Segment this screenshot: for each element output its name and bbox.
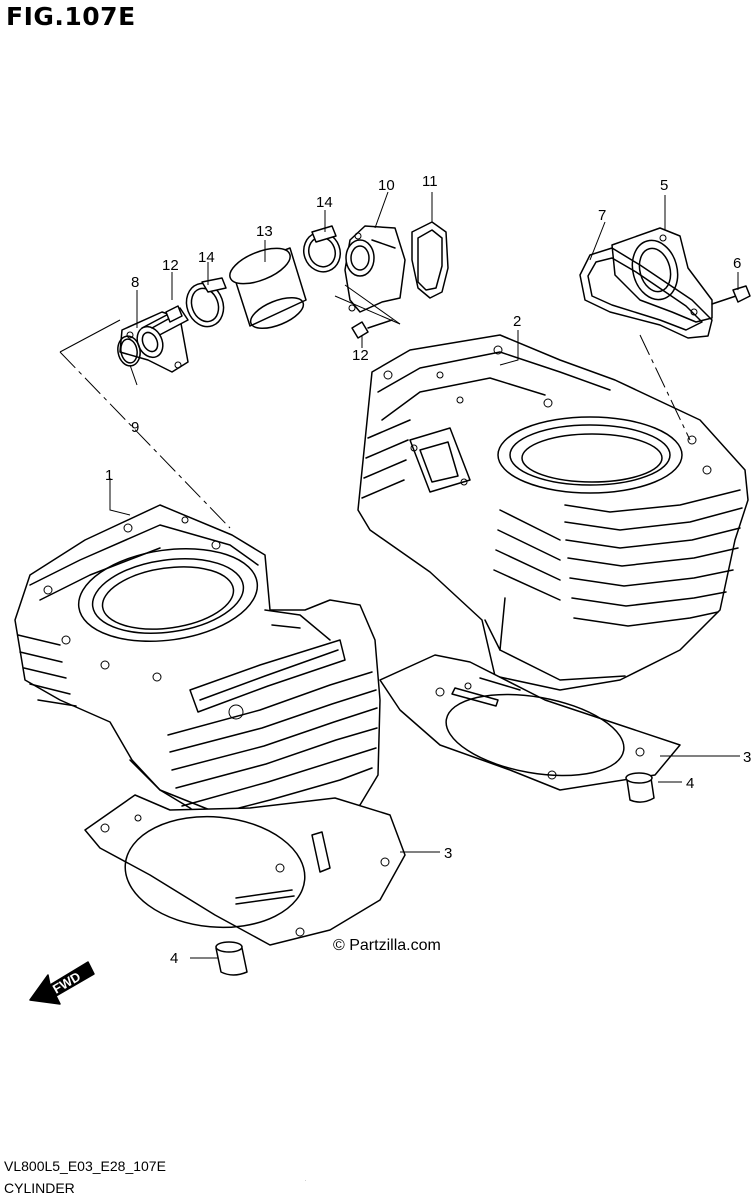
bolt-rear-flange (711, 285, 751, 305)
callout-4-lower: 4 (170, 950, 178, 967)
fwd-arrow-icon: FWD (29, 961, 95, 1005)
callout-3-upper: 3 (743, 749, 751, 766)
intake-hose (229, 247, 307, 330)
callout-11: 11 (422, 173, 438, 190)
callout-14-left: 14 (198, 249, 215, 266)
o-ring-front (117, 335, 141, 367)
callout-6: 6 (733, 255, 741, 272)
gasket-rear-cylinder (579, 247, 713, 339)
callout-7: 7 (598, 207, 606, 224)
callout-12-lower: 12 (352, 347, 369, 364)
bolt-front (151, 305, 183, 329)
callout-2: 2 (513, 313, 521, 330)
intake-flange-rear (344, 225, 406, 313)
callout-10: 10 (378, 177, 395, 194)
tiny-text: . (305, 1177, 307, 1183)
hose-clamp-left (185, 277, 227, 328)
callout-14-right: 14 (316, 194, 333, 211)
bolt-rear-lower (351, 319, 393, 339)
dowel-pin-upper (625, 772, 655, 803)
callout-4-upper: 4 (686, 775, 694, 792)
callout-3-lower: 3 (444, 845, 452, 862)
front-cylinder (14, 504, 381, 831)
gasket-rear-flange (411, 221, 449, 299)
callout-9: 9 (131, 419, 139, 436)
callout-leaders (109, 191, 740, 959)
diagram-name: CYLINDER (4, 1180, 75, 1196)
callout-5: 5 (660, 177, 668, 194)
front-base-gasket (84, 794, 406, 946)
flange-rear-cylinder (611, 227, 713, 323)
watermark: © Partzilla.com (333, 937, 441, 954)
callout-8: 8 (131, 274, 139, 291)
callout-13: 13 (256, 223, 273, 240)
callout-1: 1 (105, 467, 113, 484)
figure-title: FIG.107E (6, 2, 136, 31)
assembly-lines (59, 284, 691, 529)
diagram-code: VL800L5_E03_E28_107E (4, 1158, 166, 1174)
callout-12-upper: 12 (162, 257, 179, 274)
dowel-pin-lower (215, 941, 248, 976)
rear-base-gasket (379, 654, 681, 791)
rear-cylinder (357, 334, 749, 691)
hose-clamp-right (303, 225, 341, 273)
